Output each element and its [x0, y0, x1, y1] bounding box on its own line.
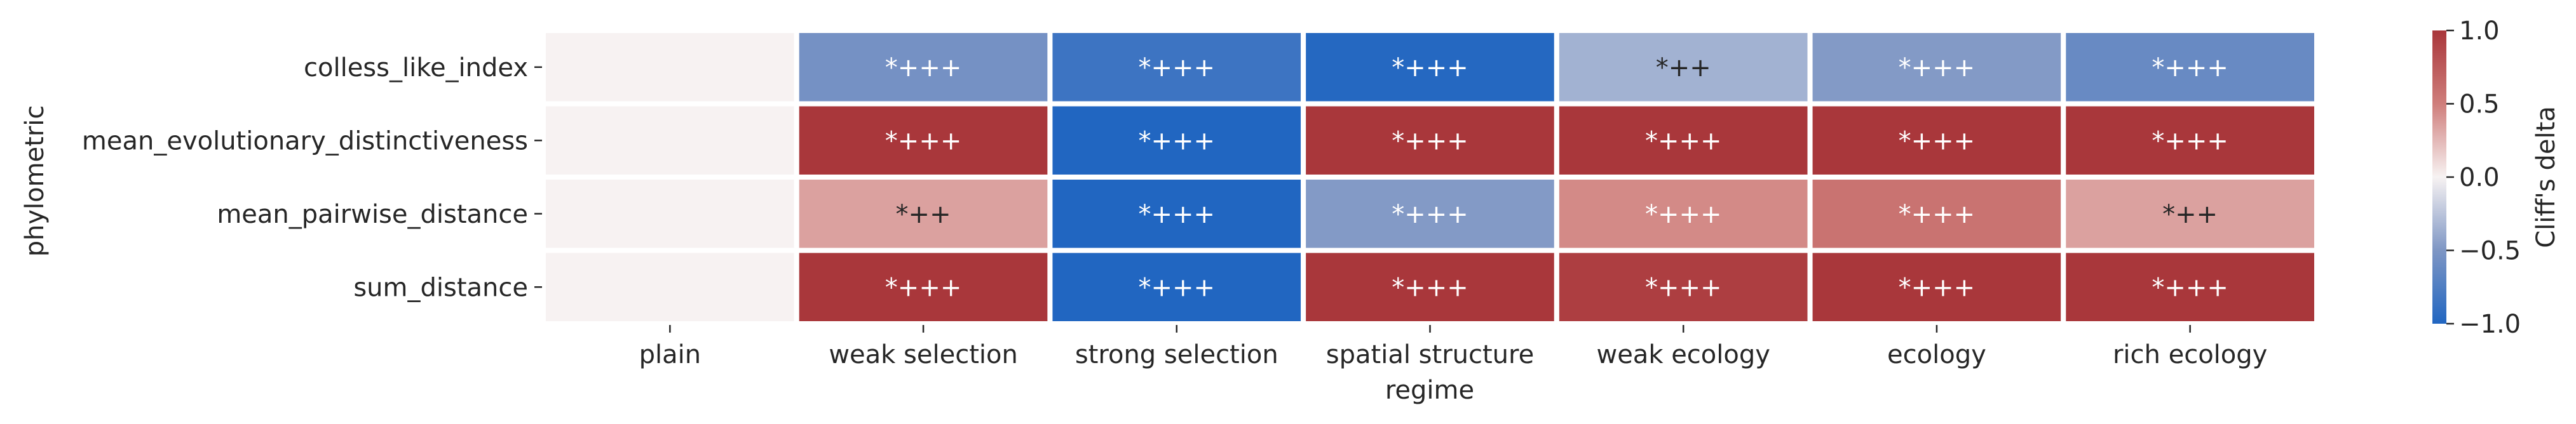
cell-annotation: *+++	[885, 53, 962, 83]
x-axis-label: regime	[1385, 376, 1474, 405]
colorbar-tick-label: 1.0	[2459, 17, 2500, 46]
y-axis-ticks: colless_like_index mean_evolutionary_dist…	[82, 53, 542, 302]
heatmap-cell	[541, 28, 799, 107]
colorbar-tick-label: −0.5	[2459, 237, 2521, 266]
cell-annotation: *+++	[1139, 200, 1216, 229]
cell-annotation: *+++	[1645, 200, 1722, 229]
heatmap-cell	[1301, 248, 1559, 326]
cell-annotation: *+++	[1139, 126, 1216, 156]
cell-annotation: *+++	[1392, 53, 1468, 83]
heatmap-cell	[2061, 248, 2319, 326]
cell-annotation: *+++	[1899, 273, 1976, 302]
x-tick-label: strong selection	[1075, 340, 1278, 369]
heatmap-cell-labels: *+++ *+++ *+++ *++ *+++ *+++ *+++ *+++ *+++ *+++ *…	[885, 53, 2228, 303]
cell-annotation: *+++	[1392, 126, 1468, 156]
cell-annotation: *+++	[1392, 200, 1468, 229]
cell-annotation: *++	[2162, 200, 2218, 229]
cell-annotation: *+++	[1139, 273, 1216, 302]
cell-annotation: *+++	[1645, 273, 1722, 302]
cell-annotation: *++	[896, 200, 951, 229]
cell-annotation: *+++	[1899, 200, 1976, 229]
heatmap-cell	[2061, 101, 2319, 180]
cell-annotation: *+++	[1645, 126, 1722, 156]
colorbar-tick-label: 0.0	[2459, 163, 2500, 192]
heatmap-cell	[1807, 175, 2066, 253]
heatmap-cell	[1554, 101, 1813, 180]
cell-annotation: *+++	[1139, 53, 1216, 83]
x-tick-label: plain	[639, 340, 701, 369]
cell-annotation: *+++	[885, 273, 962, 302]
y-tick-label: sum_distance	[353, 273, 528, 302]
x-tick-label: weak selection	[829, 340, 1018, 369]
colorbar-tick-label: −1.0	[2459, 310, 2521, 339]
cell-annotation: *+++	[2152, 53, 2228, 83]
heatmap-cells	[541, 28, 2319, 326]
heatmap-cell	[1554, 175, 1813, 253]
heatmap-cell	[1047, 175, 1306, 253]
x-axis-ticks: plain weak selection strong selection spati…	[639, 325, 2267, 369]
colorbar-tick-label: 0.5	[2459, 90, 2500, 119]
x-tick-label: rich ecology	[2113, 340, 2267, 369]
x-tick-label: ecology	[1887, 340, 1986, 369]
y-tick-label: mean_pairwise_distance	[217, 200, 528, 229]
heatmap-cell	[794, 175, 1053, 253]
cell-annotation: *+++	[2152, 273, 2228, 302]
cell-annotation: *+++	[1899, 53, 1976, 83]
heatmap-cell	[1047, 101, 1306, 180]
cell-annotation: *+++	[1392, 273, 1468, 302]
heatmap-cell	[794, 248, 1053, 326]
x-tick-label: spatial structure	[1326, 340, 1534, 369]
cell-annotation: *+++	[2152, 126, 2228, 156]
cell-annotation: *++	[1656, 53, 1711, 83]
y-tick-label: mean_evolutionary_distinctiveness	[82, 126, 528, 156]
cell-annotation: *+++	[885, 126, 962, 156]
y-axis-label: phylometric	[20, 105, 50, 257]
colorbar-label: Cliff's delta	[2532, 106, 2561, 248]
cell-annotation: *+++	[1899, 126, 1976, 156]
y-tick-label: colless_like_index	[304, 53, 528, 83]
colorbar-gradient	[2432, 30, 2446, 324]
x-tick-label: weak ecology	[1596, 340, 1770, 369]
heatmap-cell	[541, 175, 799, 253]
colorbar-ticks: −1.0 −0.5 0.0 0.5 1.0	[2446, 17, 2521, 339]
colorbar: −1.0 −0.5 0.0 0.5 1.0 Cliff's delta	[2432, 17, 2561, 339]
heatmap-cell	[541, 101, 799, 180]
heatmap-cell	[541, 248, 799, 326]
heatmap-cell	[1807, 248, 2066, 326]
